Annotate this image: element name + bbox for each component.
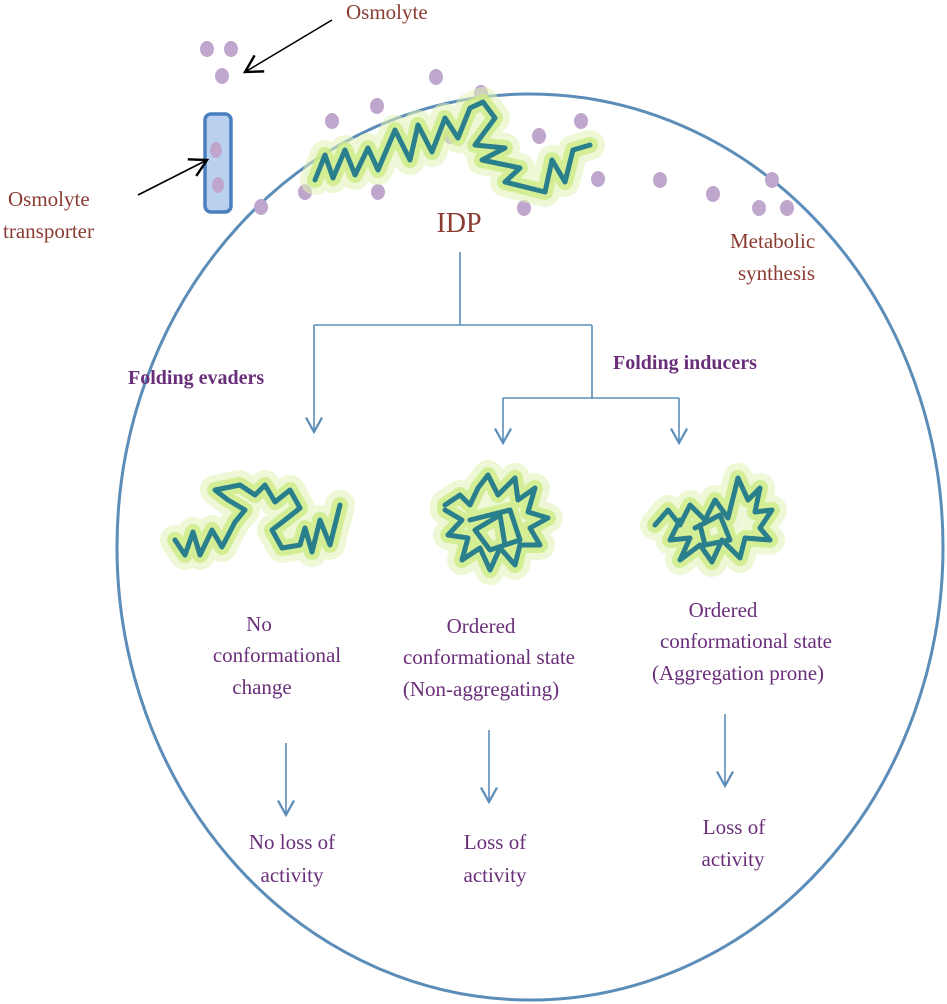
outcome-no-loss-line1: No loss of xyxy=(249,830,335,854)
outcome-loss-3-line1: Loss of xyxy=(703,815,765,839)
protein-non-aggregating xyxy=(430,460,563,585)
outcome-loss-3-line2: activity xyxy=(702,847,765,871)
transporter-pointer xyxy=(137,158,210,196)
metabolic-label-line1: Metabolic xyxy=(730,229,815,253)
state-aggregation-prone-line2: conformational state xyxy=(660,629,832,653)
state-non-aggregating-line2: conformational state xyxy=(403,645,575,669)
state-no-change-line3: change xyxy=(232,675,291,699)
state-aggregation-prone-line3: (Aggregation prone) xyxy=(652,661,824,685)
transporter-label-line2: transporter xyxy=(3,219,94,243)
cell-membrane xyxy=(115,92,945,1002)
protein-no-change xyxy=(160,470,355,570)
branch-connectors xyxy=(305,252,688,446)
osmolyte-pointer xyxy=(242,19,333,74)
outcome-no-loss-line2: activity xyxy=(261,863,324,887)
folding-inducers-label: Folding inducers xyxy=(613,352,757,374)
state-non-aggregating-line1: Ordered xyxy=(447,614,516,638)
outcome-arrows xyxy=(277,714,734,818)
state-aggregation-prone-line1: Ordered xyxy=(689,598,758,622)
state-no-change-line1: No xyxy=(246,612,272,636)
osmolyte-transporter xyxy=(203,112,233,214)
osmolyte-label: Osmolyte xyxy=(346,0,428,24)
transporter-label-line1: Osmolyte xyxy=(8,187,90,211)
idp-chain xyxy=(300,87,605,207)
protein-aggregation-prone xyxy=(640,463,787,577)
state-non-aggregating-line3: (Non-aggregating) xyxy=(403,677,559,701)
outcome-loss-2-line1: Loss of xyxy=(464,830,526,854)
idp-label: IDP xyxy=(436,208,481,239)
folding-evaders-label: Folding evaders xyxy=(128,367,264,389)
state-no-change-line2: conformational xyxy=(213,643,341,667)
metabolic-label-line2: synthesis xyxy=(738,261,815,285)
outcome-loss-2-line2: activity xyxy=(464,863,527,887)
